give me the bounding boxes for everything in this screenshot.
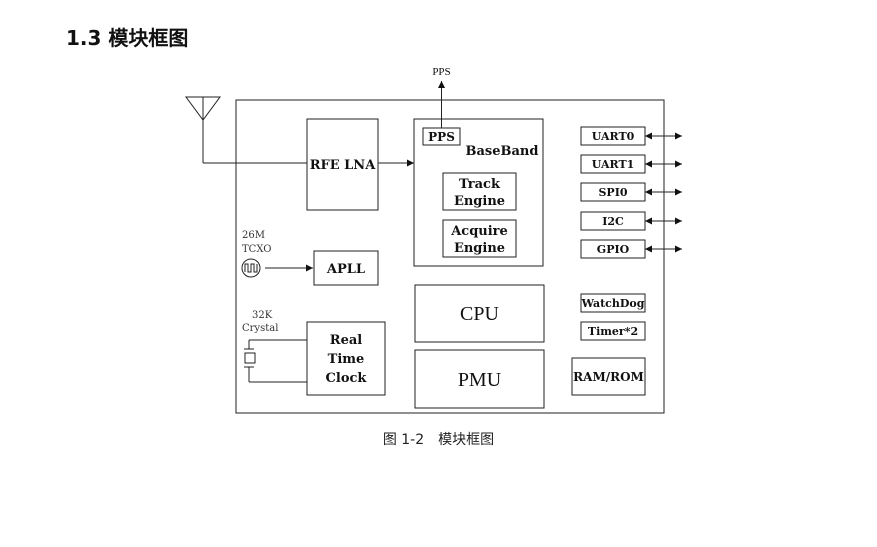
pmu-block	[414, 349, 545, 409]
rfe-lna-label: RFE LNA	[310, 158, 376, 173]
track-engine-label-1: Track	[459, 177, 501, 192]
crystal-label-2: Crystal	[242, 323, 278, 334]
chip-outline	[235, 99, 665, 414]
pps-output-label: PPS	[432, 66, 450, 78]
interface-i2c-label: I2C	[602, 215, 624, 228]
interface-uart0: UART0	[580, 126, 682, 146]
interface-spi0-label: SPI0	[598, 186, 627, 199]
rfe-lna-block	[306, 118, 379, 211]
watchdog-block	[580, 293, 646, 313]
baseband-pps-label: PPS	[428, 130, 455, 144]
apll-block	[313, 250, 379, 286]
interface-spi0: SPI0	[580, 182, 682, 202]
interface-i2c: I2C	[580, 211, 682, 231]
rtc-block	[306, 321, 386, 396]
track-engine-block	[442, 172, 517, 211]
interface-gpio: GPIO	[580, 239, 682, 259]
acquire-engine-block	[442, 219, 517, 258]
ram-rom-block	[571, 357, 646, 396]
section-title: 1.3 模块框图	[66, 26, 189, 50]
oscillator-icon	[241, 258, 261, 278]
timer-label: Timer*2	[588, 325, 638, 338]
pmu-label: PMU	[458, 369, 502, 391]
crystal-label-1: 32K	[252, 310, 273, 321]
track-engine-label-2: Engine	[454, 194, 505, 209]
cpu-label: CPU	[460, 303, 499, 325]
watchdog-label: WatchDog	[581, 297, 645, 310]
crystal-icon	[244, 339, 307, 383]
figure-caption: 图 1-2 模块框图	[382, 432, 495, 448]
interface-uart0-label: UART0	[592, 130, 635, 143]
acquire-engine-label-2: Engine	[454, 241, 505, 256]
rtc-label-2: Time	[328, 352, 365, 367]
antenna-icon	[185, 96, 307, 164]
baseband-title: BaseBand	[466, 144, 539, 159]
apll-label: APLL	[326, 262, 365, 277]
acquire-engine-label-1: Acquire	[450, 224, 508, 239]
interface-gpio-label: GPIO	[597, 243, 630, 256]
ram-rom-label: RAM/ROM	[573, 370, 644, 384]
tcxo-label-1: 26M	[242, 230, 265, 241]
interface-uart1-label: UART1	[592, 158, 635, 171]
rtc-label-1: Real	[330, 333, 362, 348]
rtc-label-3: Clock	[326, 371, 368, 386]
timer-block	[580, 321, 646, 341]
cpu-block	[414, 284, 545, 343]
tcxo-label-2: TCXO	[242, 244, 271, 255]
interface-uart1: UART1	[580, 154, 682, 174]
